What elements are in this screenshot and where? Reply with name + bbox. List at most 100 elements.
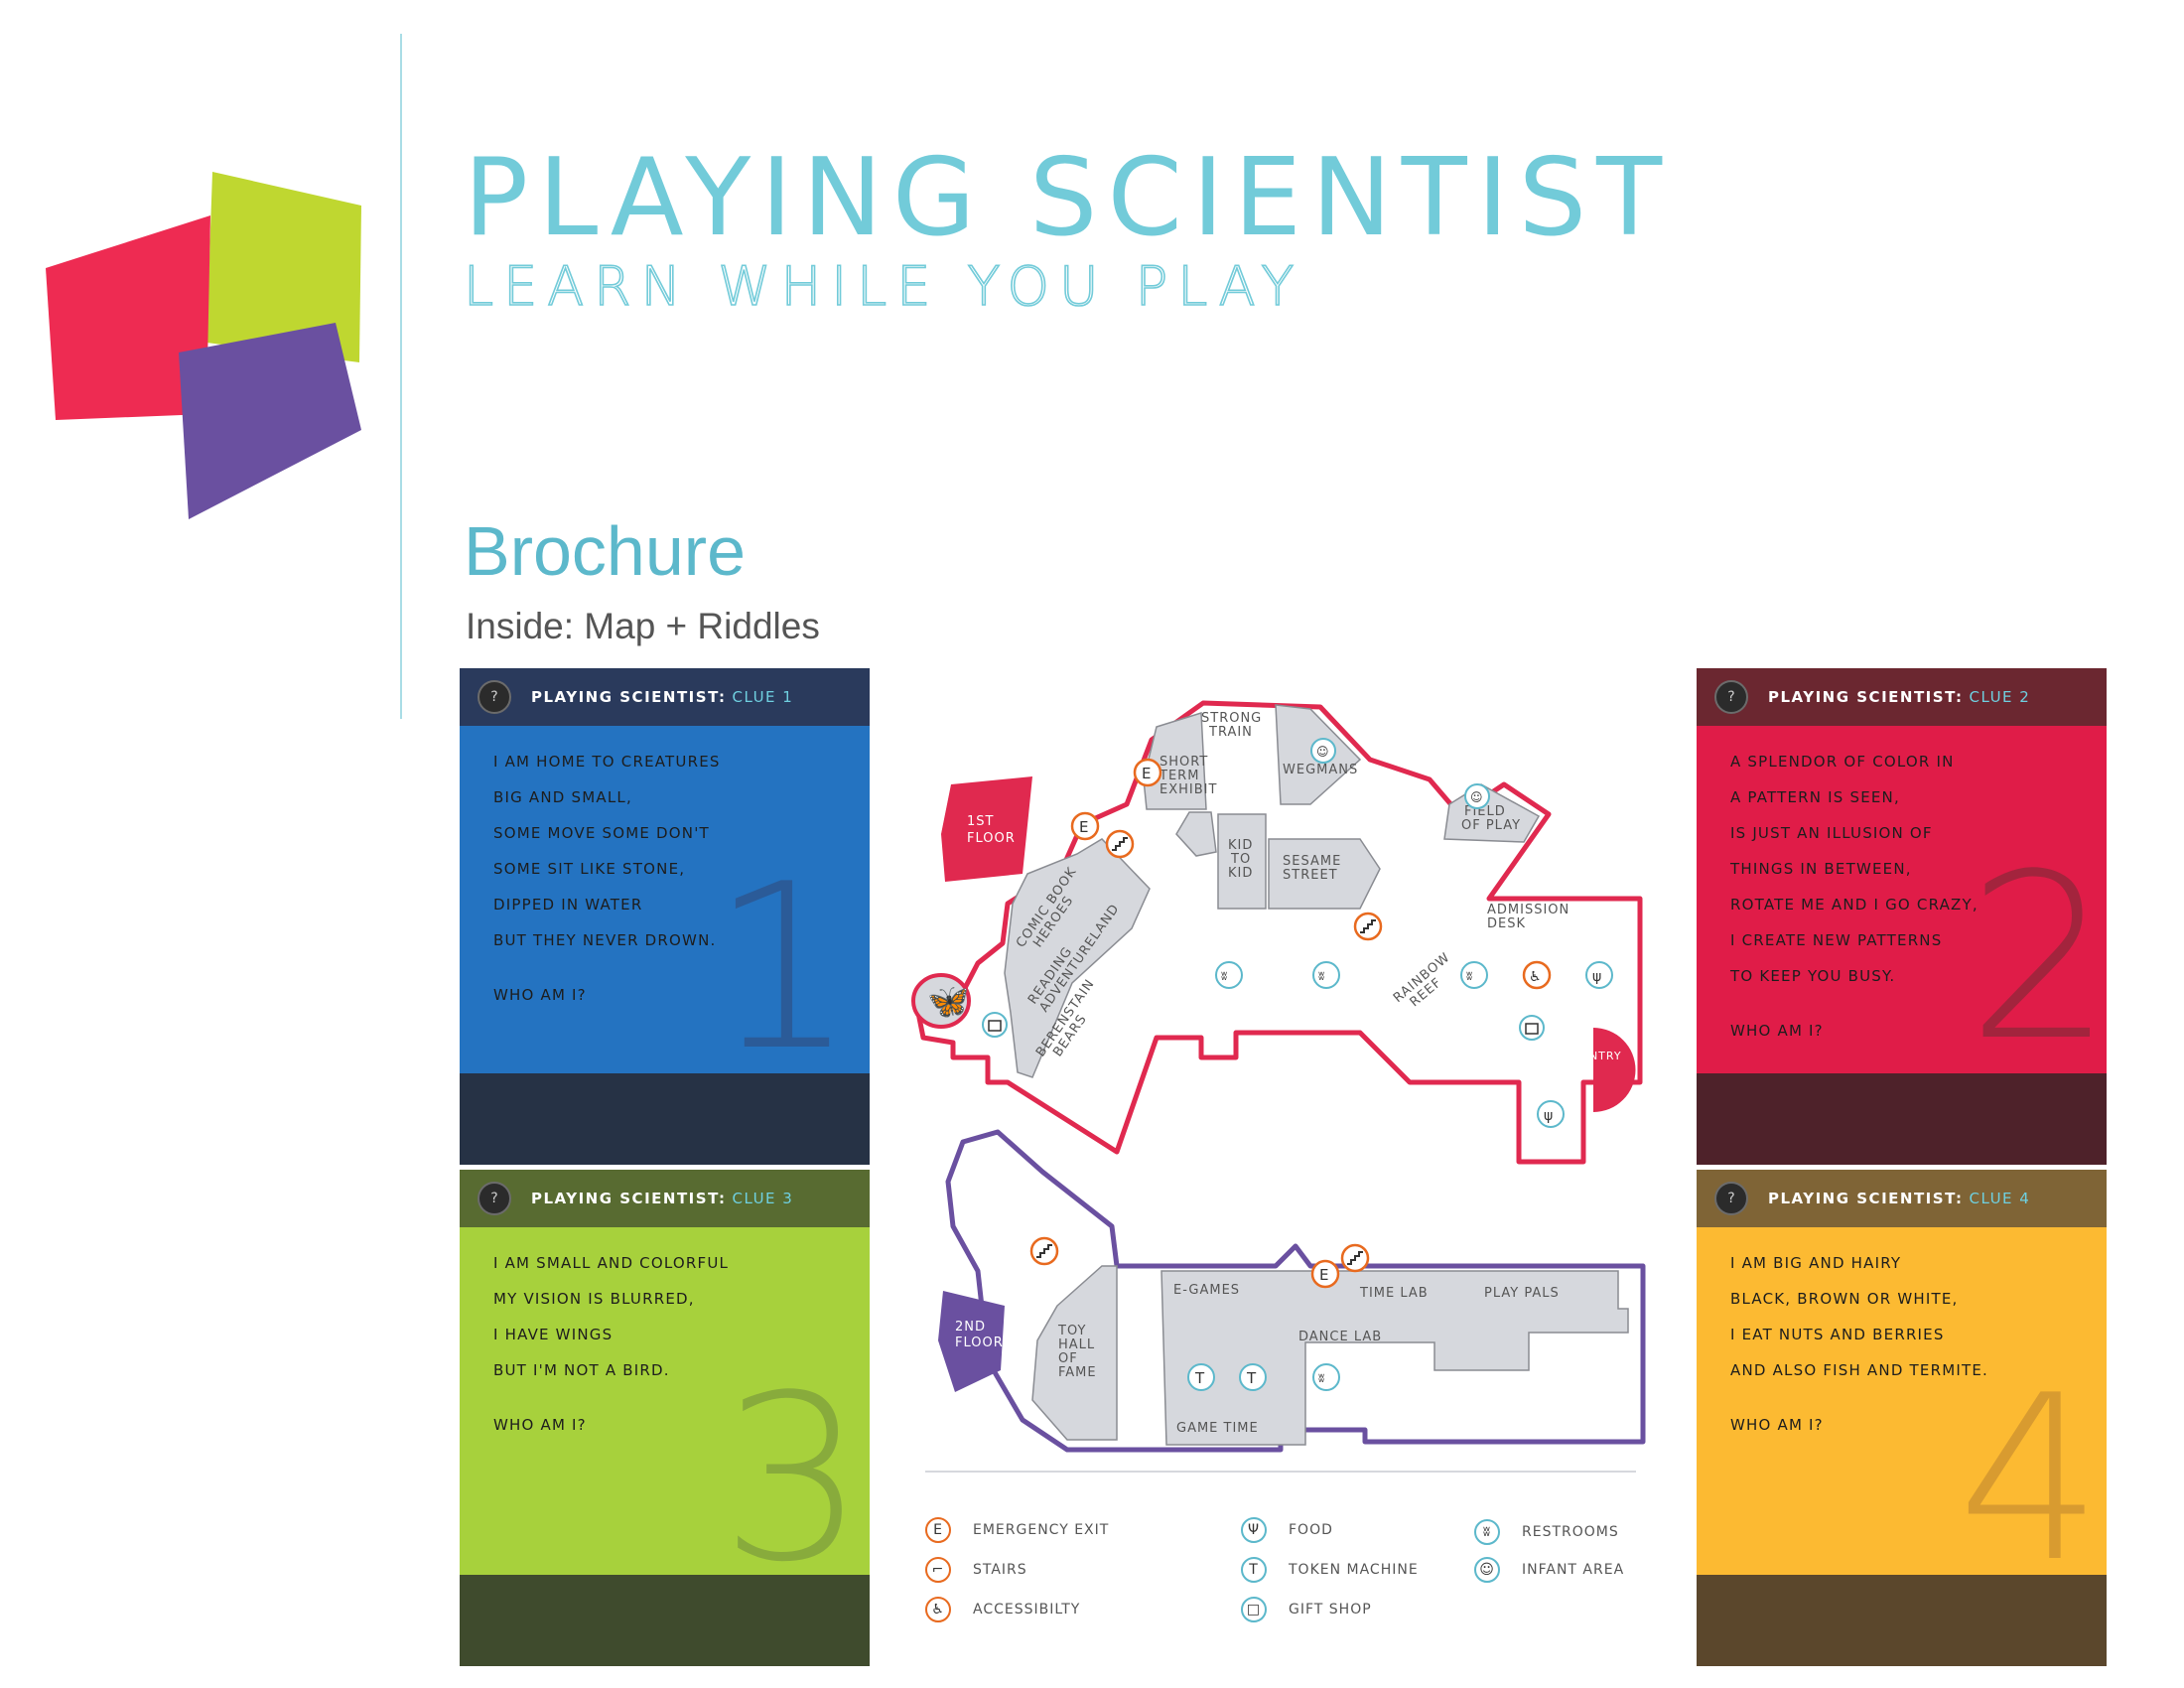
legend-label: INFANT AREA — [1522, 1562, 1625, 1578]
svg-text:FLOOR: FLOOR — [967, 831, 1016, 846]
riddle-question: WHO AM I? — [493, 986, 587, 1004]
svg-text:ADMISSION: ADMISSION — [1487, 903, 1570, 917]
clue-card-body: I AM HOME TO CREATURES BIG AND SMALL, SO… — [460, 726, 870, 1083]
restrooms-icon: ʬ — [1215, 961, 1243, 989]
svg-text:♿: ♿ — [1529, 969, 1542, 985]
riddle-question: WHO AM I? — [493, 1416, 587, 1434]
riddle-line: BUT THEY NEVER DROWN. — [493, 931, 717, 949]
butterfly-room — [911, 973, 971, 1029]
legend-label: GIFT SHOP — [1289, 1602, 1372, 1618]
svg-text:TO: TO — [1230, 852, 1251, 867]
riddle-question: WHO AM I? — [1730, 1416, 1824, 1434]
infant-area-icon: ☺ — [1464, 783, 1490, 809]
gift-shop-icon — [1519, 1015, 1545, 1041]
legend-label: RESTROOMS — [1522, 1524, 1619, 1540]
svg-text:TRAIN: TRAIN — [1208, 725, 1253, 740]
riddle-line: DIPPED IN WATER — [493, 896, 643, 914]
svg-text:SHORT: SHORT — [1160, 755, 1208, 770]
stairs-icon — [1340, 1243, 1370, 1273]
svg-text:SESAME: SESAME — [1283, 854, 1341, 869]
svg-text:ψ: ψ — [1592, 969, 1601, 985]
floor-1: 🦋 1ST FLOOR ENTRY STRONG TRAIN SHORT TER… — [911, 700, 1643, 1165]
food-icon: ψ — [1585, 961, 1613, 989]
gift-shop-icon: □ — [1241, 1597, 1267, 1622]
riddle-line: I CREATE NEW PATTERNS — [1730, 931, 1943, 949]
token-machine-icon: T — [1239, 1363, 1267, 1391]
riddle-line: TO KEEP YOU BUSY. — [1730, 967, 1896, 985]
museum-map: 🦋 1ST FLOOR ENTRY STRONG TRAIN SHORT TER… — [911, 700, 1646, 1473]
svg-text:KID: KID — [1228, 838, 1253, 853]
emergency-exit-icon: E — [1310, 1259, 1340, 1289]
floor-2-badge — [938, 1291, 1005, 1392]
clue-card-body: A SPLENDOR OF COLOR IN A PATTERN IS SEEN… — [1697, 726, 2107, 1073]
svg-text:KID: KID — [1228, 866, 1253, 881]
svg-text:E-GAMES: E-GAMES — [1173, 1283, 1240, 1298]
restrooms-icon: ʬ — [1312, 1363, 1340, 1391]
clue-label: CLUE 4 — [1969, 1190, 2031, 1207]
question-icon: ? — [1714, 680, 1748, 714]
emergency-exit-icon: E — [1070, 811, 1100, 841]
svg-text:WEGMANS: WEGMANS — [1283, 763, 1358, 777]
riddle-text: I AM BIG AND HAIRY BLACK, BROWN OR WHITE… — [1730, 1245, 1988, 1388]
clue-number: 3 — [720, 1347, 866, 1613]
floor-2: 2ND FLOOR E-GAMES TIME LAB PLAY PALS DAN… — [938, 1129, 1646, 1453]
logo-red-shape — [46, 215, 210, 420]
riddle-line: I AM HOME TO CREATURES — [493, 753, 721, 771]
svg-text:FLOOR: FLOOR — [955, 1336, 1004, 1350]
riddle-line: THINGS IN BETWEEN, — [1730, 860, 1912, 878]
exhibit-sesame — [1268, 838, 1381, 910]
riddle-line: SOME SIT LIKE STONE, — [493, 860, 686, 878]
riddle-text: I AM HOME TO CREATURES BIG AND SMALL, SO… — [493, 744, 721, 958]
token-machine-icon: T — [1241, 1557, 1267, 1583]
clue-number: 2 — [1967, 826, 2107, 1091]
emergency-exit-icon: E — [1133, 758, 1162, 787]
legend-label: FOOD — [1289, 1522, 1333, 1538]
svg-text:☺: ☺ — [1470, 790, 1483, 804]
exhibit-comic-reading-bears — [1004, 838, 1151, 1078]
logo-green-shape — [206, 172, 361, 362]
exhibit-toy-hall — [1031, 1265, 1118, 1441]
token-machine-icon: T — [1187, 1363, 1215, 1391]
question-icon: ? — [478, 1182, 511, 1215]
clue-label: CLUE 2 — [1969, 688, 2031, 706]
clue-card-title: PLAYING SCIENTIST:CLUE 4 — [1768, 1190, 2031, 1207]
question-icon: ? — [1714, 1182, 1748, 1215]
question-icon: ? — [478, 680, 511, 714]
legend-gift-shop: □ GIFT SHOP — [1241, 1597, 1372, 1622]
legend-accessibility: ♿ACCESSIBILTY — [925, 1597, 1080, 1622]
svg-text:E: E — [1079, 818, 1088, 836]
restrooms-icon: ʬ — [1460, 961, 1488, 989]
clue-card-4: ? PLAYING SCIENTIST:CLUE 4 I AM BIG AND … — [1697, 1170, 2107, 1666]
riddle-line: I HAVE WINGS — [493, 1326, 614, 1343]
clue-card-2: ? PLAYING SCIENTIST:CLUE 2 A SPLENDOR OF… — [1697, 668, 2107, 1165]
page-subtitle: LEARN WHILE YOU PLAY — [463, 255, 1304, 318]
clue-card-header: ? PLAYING SCIENTIST:CLUE 4 — [1697, 1170, 2107, 1227]
svg-text:☺: ☺ — [1316, 745, 1329, 759]
section-title: Brochure — [464, 512, 747, 590]
svg-text:HALL: HALL — [1058, 1337, 1095, 1352]
clue-number: 1 — [710, 836, 856, 1101]
restrooms-icon: ʬ — [1312, 961, 1340, 989]
butterfly-icon: 🦋 — [927, 982, 969, 1022]
legend-label: ACCESSIBILTY — [973, 1602, 1081, 1618]
svg-text:DANCE LAB: DANCE LAB — [1298, 1330, 1382, 1344]
svg-text:OF: OF — [1058, 1351, 1078, 1366]
svg-text:EXHIBIT: EXHIBIT — [1160, 782, 1217, 797]
clue-label: CLUE 1 — [732, 688, 794, 706]
riddle-line: IS JUST AN ILLUSION OF — [1730, 824, 1933, 842]
svg-text:PLAY PALS: PLAY PALS — [1484, 1286, 1560, 1301]
svg-text:ENTRY: ENTRY — [1581, 1050, 1622, 1062]
section-subtitle: Inside: Map + Riddles — [466, 606, 820, 646]
svg-text:GAME TIME: GAME TIME — [1176, 1421, 1259, 1436]
divider-line — [400, 34, 402, 719]
riddle-line: I AM SMALL AND COLORFUL — [493, 1254, 730, 1272]
svg-text:1ST: 1ST — [967, 814, 994, 829]
legend-infant-area: ☺INFANT AREA — [1474, 1557, 1624, 1583]
legend-label: STAIRS — [973, 1562, 1027, 1578]
exhibit-floor-2-main — [1160, 1270, 1629, 1446]
svg-text:ʬ: ʬ — [1318, 969, 1324, 983]
riddle-line: I EAT NUTS AND BERRIES — [1730, 1326, 1945, 1343]
clue-card-body: I AM SMALL AND COLORFUL MY VISION IS BLU… — [460, 1227, 870, 1595]
riddle-text: A SPLENDOR OF COLOR IN A PATTERN IS SEEN… — [1730, 744, 1979, 994]
